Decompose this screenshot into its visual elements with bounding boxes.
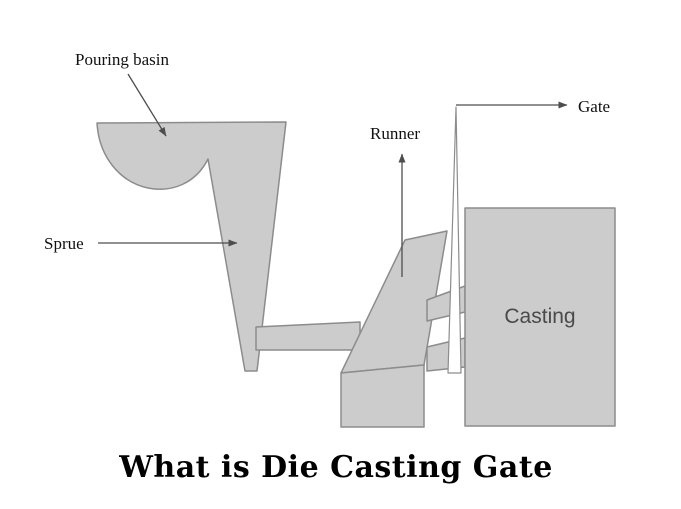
gate-wedge-pointer bbox=[447, 106, 462, 374]
gate-label: Gate bbox=[578, 97, 610, 116]
pouring-basin-label: Pouring basin bbox=[75, 50, 169, 69]
runner-block-front-face bbox=[340, 364, 425, 428]
sprue-runner-bar-shape bbox=[255, 321, 361, 351]
pouring-basin-arrow bbox=[127, 73, 167, 137]
casting-shape bbox=[464, 207, 616, 427]
diagram-title: What is Die Casting Gate bbox=[118, 450, 553, 485]
casting-label: Casting bbox=[504, 305, 575, 328]
pouring-basin-sprue-shape bbox=[96, 121, 287, 372]
runner-label: Runner bbox=[370, 124, 420, 143]
sprue-label: Sprue bbox=[44, 234, 84, 253]
